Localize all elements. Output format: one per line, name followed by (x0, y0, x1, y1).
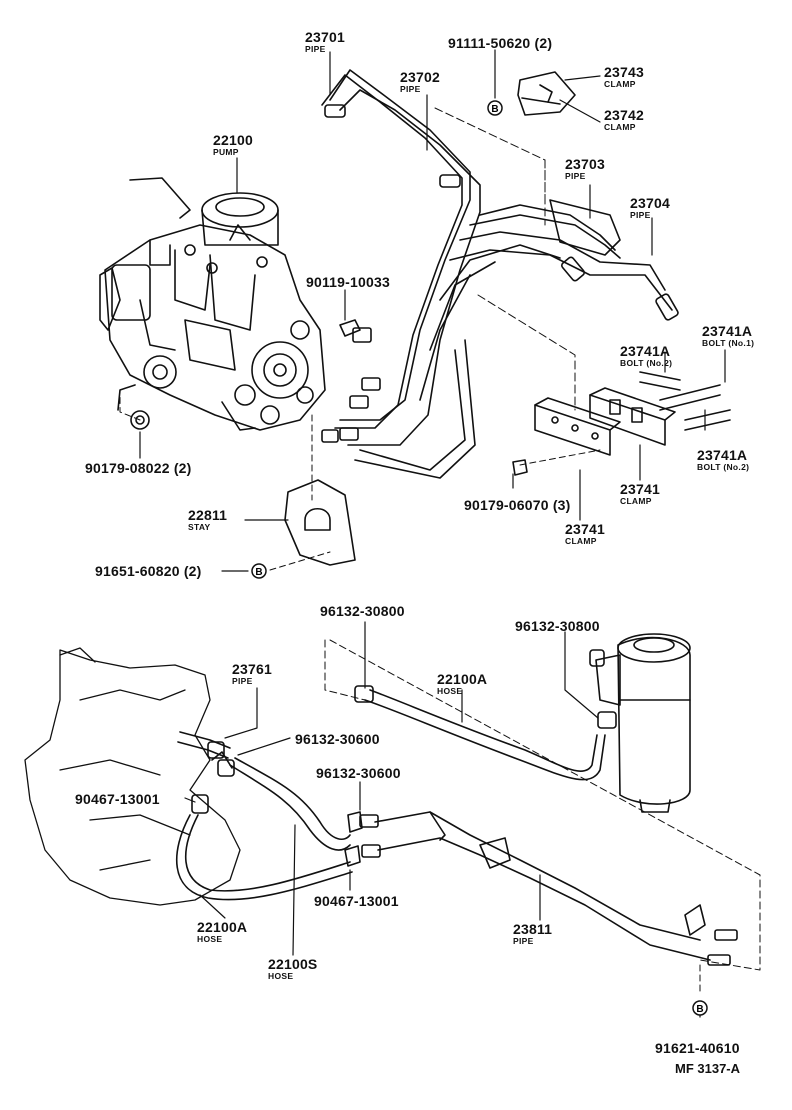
label-22100a-hose-bottom: 22100A HOSE (197, 919, 248, 944)
label-23701: 23701 PIPE (305, 29, 345, 54)
label-96132-30600-lower: 96132-30600 (316, 765, 401, 781)
label-96132-30800-left: 96132-30800 (320, 603, 405, 619)
label-23741a-no2-lower: 23741A BOLT (No.2) (697, 447, 750, 472)
bubble-b-3: B (696, 1004, 703, 1015)
label-91111-50620: 91111-50620 (2) (448, 35, 553, 51)
label-23703: 23703 PIPE (565, 156, 605, 181)
label-23741-clamp-left: 23741 CLAMP (565, 521, 605, 546)
clamp-23741-drawing (534, 371, 731, 456)
label-91651-60820: 91651-60820 (2) (95, 563, 202, 579)
leader-lines (139, 49, 726, 1018)
diagram-code: MF 3137-A (675, 1061, 741, 1076)
injection-pipes-drawing (321, 69, 679, 479)
label-90119-10033: 90119-10033 (306, 274, 390, 290)
engine-block-drawing (24, 647, 241, 906)
label-22811-stay: 22811 STAY (188, 507, 228, 532)
label-22100s-hose: 22100S HOSE (268, 956, 318, 981)
fuel-pipe-23811-drawing (359, 811, 738, 966)
label-23742: 23742 CLAMP (604, 107, 644, 132)
label-23741a-no1: 23741A BOLT (No.1) (702, 323, 755, 348)
label-22100a-hose-top: 22100A HOSE (437, 671, 488, 696)
label-91621-40610: 91621-40610 (655, 1040, 740, 1056)
bubble-b-1: B (491, 104, 498, 115)
label-23741a-no2-upper: 23741A BOLT (No.2) (620, 343, 673, 368)
label-23811-pipe: 23811 PIPE (513, 921, 553, 946)
bubble-b-2: B (255, 567, 262, 578)
label-90179-08022: 90179-08022 (2) (85, 460, 192, 476)
label-23761-pipe: 23761 PIPE (232, 661, 272, 686)
label-22100-pump: 22100 PUMP (213, 132, 253, 157)
label-90467-13001-left: 90467-13001 (75, 791, 160, 807)
fuel-filter-drawing (589, 633, 691, 813)
label-23741-clamp-right: 23741 CLAMP (620, 481, 660, 506)
label-90467-13001-right: 90467-13001 (314, 893, 399, 909)
label-90179-06070: 90179-06070 (3) (464, 497, 571, 513)
label-23743: 23743 CLAMP (604, 64, 644, 89)
label-96132-30600-upper: 96132-30600 (295, 731, 380, 747)
label-23702: 23702 PIPE (400, 69, 440, 94)
injection-pump-drawing (99, 177, 326, 431)
label-96132-30800-right: 96132-30800 (515, 618, 600, 634)
label-23704: 23704 PIPE (630, 195, 670, 220)
reference-bubbles: B B B (251, 100, 708, 1016)
